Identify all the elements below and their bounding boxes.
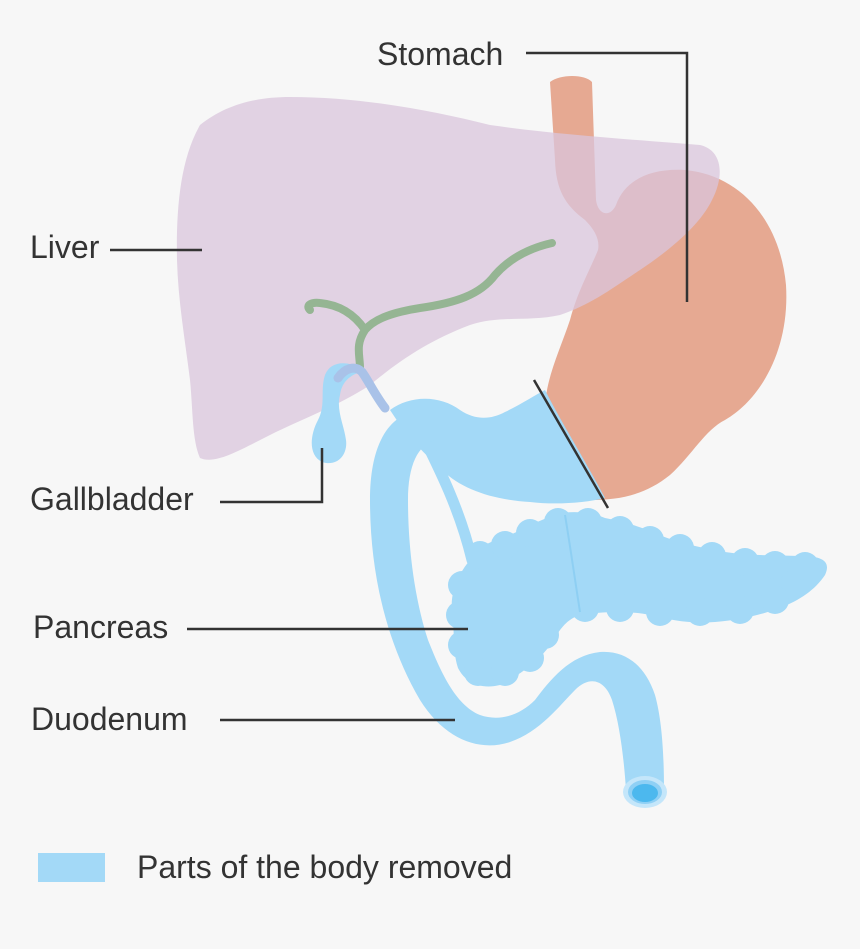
liver-shape — [176, 97, 720, 460]
duodenum-label: Duodenum — [31, 701, 188, 737]
legend: Parts of the body removed — [38, 849, 512, 885]
gallbladder-label: Gallbladder — [30, 481, 194, 517]
pancreas-label: Pancreas — [33, 609, 168, 645]
duodenum-shape — [370, 410, 664, 790]
liver-label: Liver — [30, 229, 100, 265]
removed-parts — [311, 363, 828, 808]
bile-duct — [304, 239, 556, 372]
legend-text: Parts of the body removed — [137, 849, 512, 885]
gallbladder-leader-line — [220, 448, 324, 504]
gallbladder-shape — [311, 363, 360, 464]
stomach-label: Stomach — [377, 36, 503, 72]
pylorus-shape — [390, 390, 605, 504]
stomach-leader-line — [526, 51, 689, 302]
legend-swatch — [38, 853, 105, 882]
pylorus-cut-line — [532, 379, 610, 509]
stomach-shape — [545, 76, 787, 500]
